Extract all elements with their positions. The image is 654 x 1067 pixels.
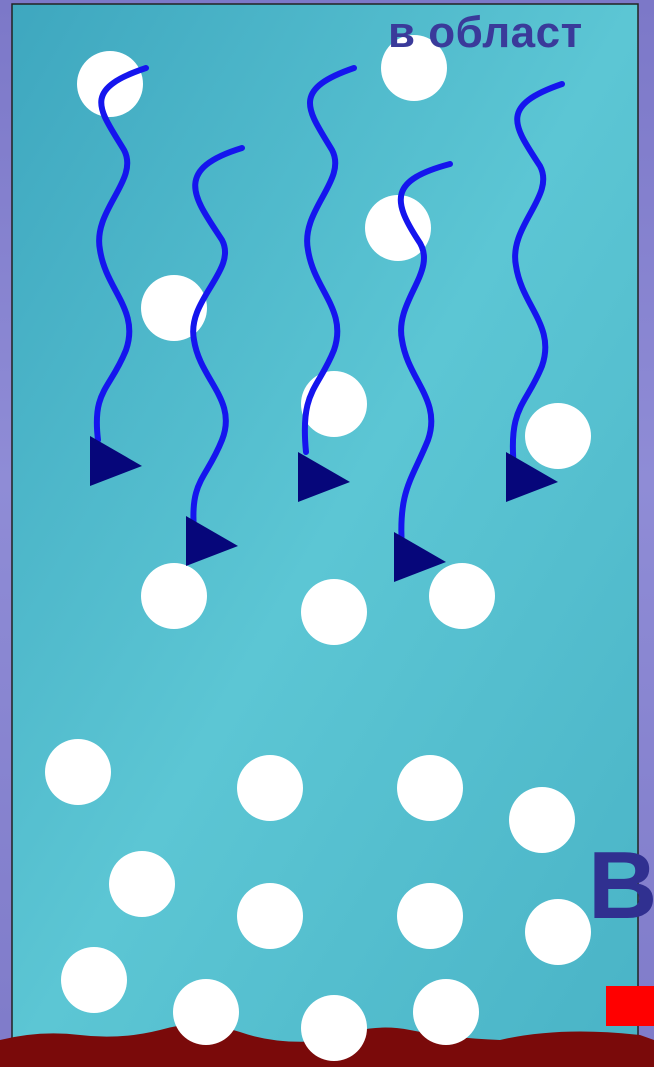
particle xyxy=(173,979,239,1045)
particle xyxy=(525,403,591,469)
particle xyxy=(397,755,463,821)
slide-title-fragment: в област xyxy=(388,8,583,58)
particle xyxy=(301,995,367,1061)
particle xyxy=(301,579,367,645)
particle xyxy=(509,787,575,853)
particle xyxy=(61,947,127,1013)
red-marker xyxy=(606,986,654,1026)
particle xyxy=(525,899,591,965)
particle xyxy=(413,979,479,1045)
particle xyxy=(301,371,367,437)
particle xyxy=(45,739,111,805)
particle xyxy=(237,883,303,949)
particle xyxy=(141,563,207,629)
particle xyxy=(397,883,463,949)
particle xyxy=(109,851,175,917)
particle xyxy=(237,755,303,821)
large-letter: В xyxy=(588,838,654,934)
particle xyxy=(429,563,495,629)
